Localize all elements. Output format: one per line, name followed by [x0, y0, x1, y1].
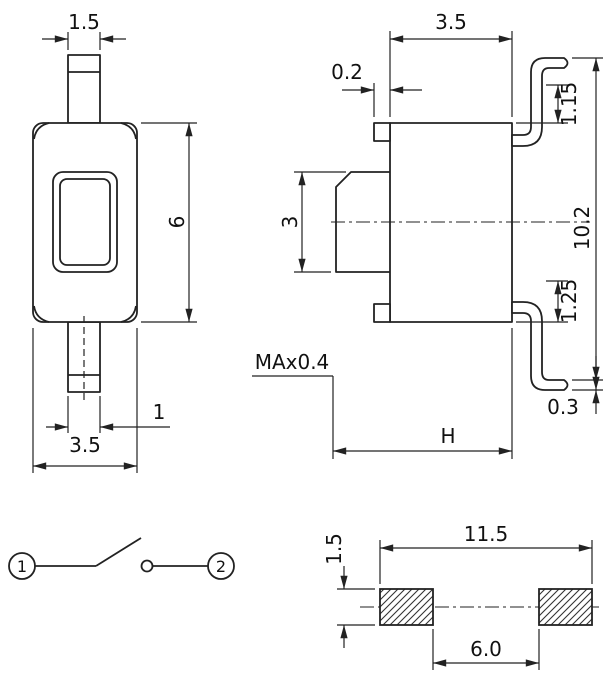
dim-side-foot-thickness: 0.3: [547, 356, 603, 419]
schematic-switch-lever: [95, 537, 142, 567]
side-lead-top: [511, 57, 569, 147]
dim-side-overall-height-label: 10.2: [570, 206, 594, 251]
schematic-contact-circle: [140, 559, 154, 573]
dim-side-overall-height: 10.2: [570, 57, 603, 391]
front-corner-bottom-left: [33, 305, 50, 323]
dim-land-inner-span-label: 6.0: [470, 637, 502, 661]
dim-side-lead-bottom-label: 1.25: [557, 279, 581, 324]
dim-side-foot-thickness-label: 0.3: [547, 395, 579, 419]
dim-side-depth-label: 3.5: [435, 10, 467, 34]
dim-side-mount-height-label: H: [440, 424, 455, 448]
dim-side-lead-top: 1.15: [516, 82, 581, 127]
dim-front-pin-length: 1: [46, 396, 170, 433]
dim-front-body-height: 6: [141, 122, 197, 323]
front-button-inner: [59, 178, 111, 266]
side-view: 3.5 0.2 1.15 3 10.2: [252, 10, 603, 459]
side-plunger: [335, 171, 390, 273]
dim-front-body-width: 3.5: [32, 328, 138, 473]
dim-side-lead-top-label: 1.15: [557, 82, 581, 127]
dim-side-travel-label: MAx0.4: [255, 350, 330, 374]
front-corner-details: [33, 122, 137, 323]
land-pad-right: [538, 588, 593, 626]
side-lead-bottom: [511, 301, 569, 391]
side-flange-bottom: [373, 303, 391, 323]
dim-front-pin-width-label: 1.5: [68, 10, 100, 34]
front-corner-top-right: [120, 122, 137, 140]
dim-side-plunger-height: 3: [278, 171, 346, 273]
front-corner-bottom-right: [120, 305, 137, 323]
dim-front-body-width-label: 3.5: [69, 433, 101, 457]
dim-front-pin-length-label: 1: [153, 400, 166, 424]
front-view: 1.5 6 1 3.5: [32, 10, 197, 473]
dim-side-lead-bottom: 1.25: [516, 279, 581, 324]
front-body-outline: [32, 122, 138, 323]
schematic-terminal-1-label: 1: [17, 557, 27, 576]
dim-front-body-height-label: 6: [165, 216, 189, 229]
dim-land-outer-span: 11.5: [379, 522, 593, 584]
dim-land-inner-span: 6.0: [432, 629, 540, 670]
dim-land-outer-span-label: 11.5: [464, 522, 509, 546]
dim-side-depth: 3.5: [389, 10, 513, 117]
dim-side-flange-label: 0.2: [331, 60, 363, 84]
dim-land-pad-width: 1.5: [322, 533, 375, 648]
dim-front-pin-width: 1.5: [42, 10, 126, 50]
dim-side-plunger-height-label: 3: [278, 216, 302, 229]
schematic-terminal-2-circle: [207, 552, 235, 580]
front-corner-top-left: [33, 122, 50, 140]
land-pattern: 11.5 1.5 6.0: [322, 522, 602, 670]
dim-land-pad-width-label: 1.5: [322, 533, 346, 565]
side-flange-top: [373, 122, 391, 142]
front-top-pin: [67, 54, 101, 124]
dim-side-flange: 0.2: [331, 60, 422, 117]
schematic: 1 2: [8, 537, 235, 580]
schematic-terminal-2-label: 2: [216, 557, 226, 576]
front-button-outer: [52, 171, 118, 273]
dim-side-mount-height: H: [333, 328, 513, 459]
dim-side-travel: MAx0.4: [252, 350, 334, 459]
land-pad-left: [379, 588, 434, 626]
